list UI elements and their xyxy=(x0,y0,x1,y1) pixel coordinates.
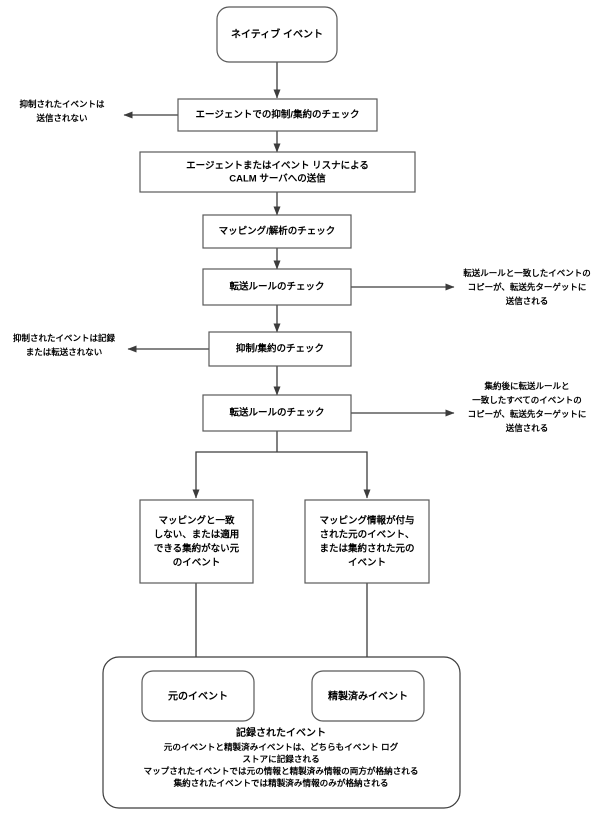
unmatched-event-line1: マッピングと一致 xyxy=(158,515,235,527)
edge-split-right xyxy=(277,451,371,499)
forward-rule-check-2-label: 転送ルールのチェック xyxy=(229,407,324,419)
label-forwarded-copy-2: 集約後に転送ルールと 一致したすべてのイベントの コピーが、転送先ターゲットに … xyxy=(468,381,587,433)
group-caption-line2: ストアに記録される xyxy=(242,753,319,764)
node-original-event[interactable]: 元のイベント xyxy=(141,670,255,722)
forwarded-copy-2-line3: コピーが、転送先ターゲットに xyxy=(468,409,587,419)
forwarded-copy-2-line1: 集約後に転送ルールと xyxy=(483,381,569,391)
unmatched-event-line2: しない、または適用 xyxy=(154,529,240,541)
native-event-label: ネイティブ イベント xyxy=(231,28,323,41)
mapped-event-shape xyxy=(304,499,430,584)
label-suppressed-not-logged: 抑制されたイベントは記録 または転送されない xyxy=(13,333,116,357)
forward-rule-check-1-shape xyxy=(202,268,352,306)
label-forwarded-copy-1: 転送ルールと一致したイベントの コピーが、転送先ターゲットに 送信される xyxy=(463,268,591,306)
label-suppressed-not-sent: 抑制されたイベントは 送信されない xyxy=(19,99,105,123)
edge-split-left xyxy=(192,451,277,499)
forwarded-copy-2-line4: 送信される xyxy=(505,423,549,433)
suppressed-not-sent-line2: 送信されない xyxy=(35,113,87,123)
forward-rule-check-2-shape xyxy=(202,394,352,432)
mapped-event-line1: マッピング情報が付与 xyxy=(319,515,414,527)
suppress-aggregate-check-shape xyxy=(208,331,352,367)
forwarded-copy-1-line2: コピーが、転送先ターゲットに xyxy=(468,282,587,292)
mapping-check-shape xyxy=(202,214,352,249)
refined-event-shape xyxy=(311,670,425,722)
refined-event-label: 精製済みイベント xyxy=(328,690,408,703)
group-caption-title: 記録されたイベント xyxy=(236,726,326,739)
suppressed-not-logged-line2: または転送されない xyxy=(26,347,103,357)
mapped-event-line2: された元のイベント、 xyxy=(320,530,415,541)
forwarded-copy-2-line2: 一致したすべてのイベントの xyxy=(472,395,582,405)
group-caption-line1: 元のイベントと精製済みイベントは、どちらもイベント ログ xyxy=(164,741,399,752)
suppress-aggregate-check-label: 抑制/集約のチェック xyxy=(236,343,324,355)
node-refined-event[interactable]: 精製済みイベント xyxy=(311,670,425,722)
suppressed-not-logged-line1: 抑制されたイベントは記録 xyxy=(13,333,116,343)
node-forward-rule-check-2[interactable]: 転送ルールのチェック xyxy=(202,394,352,432)
node-mapping-check[interactable]: マッピング/解析のチェック xyxy=(202,214,352,249)
mapped-event-line3: または集約された元の xyxy=(319,543,414,555)
unmatched-event-shape xyxy=(139,499,254,584)
logged-events-group: 元のイベント 精製済みイベント 記録されたイベント 元のイベントと精製済みイベン… xyxy=(102,656,461,809)
mapped-event-line4: イベント xyxy=(348,558,386,569)
send-to-calm-line2: CALM サーバへの送信 xyxy=(229,173,326,185)
suppressed-not-sent-line1: 抑制されたイベントは xyxy=(19,99,105,109)
original-event-label: 元のイベント xyxy=(168,691,228,703)
mapping-check-label: マッピング/解析のチェック xyxy=(219,225,336,237)
forward-rule-check-1-label: 転送ルールのチェック xyxy=(229,281,324,293)
forwarded-copy-1-line1: 転送ルールと一致したイベントの xyxy=(463,268,591,278)
group-caption-line4: 集約されたイベントでは精製済み情報のみが格納される xyxy=(173,777,389,788)
agent-suppress-check-label: エージェントでの抑制/集約のチェック xyxy=(196,109,360,121)
unmatched-event-line3: できる集約がない元 xyxy=(154,543,240,555)
send-to-calm-shape xyxy=(139,151,416,193)
node-native-event[interactable]: ネイティブ イベント xyxy=(216,6,338,63)
send-to-calm-line1: エージェントまたはイベント リスナによる xyxy=(186,160,369,172)
node-suppress-aggregate-check[interactable]: 抑制/集約のチェック xyxy=(208,331,352,367)
group-caption-line3: マップされたイベントでは元の情報と精製済み情報の両方が格納される xyxy=(143,765,418,776)
node-mapped-event[interactable]: マッピング情報が付与 された元のイベント、 または集約された元の イベント xyxy=(304,499,430,584)
node-agent-suppress-check[interactable]: エージェントでの抑制/集約のチェック xyxy=(177,98,378,132)
node-unmatched-event[interactable]: マッピングと一致 しない、または適用 できる集約がない元 のイベント xyxy=(139,499,254,584)
unmatched-event-line4: のイベント xyxy=(173,558,221,569)
node-send-to-calm[interactable]: エージェントまたはイベント リスナによる CALM サーバへの送信 xyxy=(139,151,416,193)
forwarded-copy-1-line3: 送信される xyxy=(505,296,549,306)
original-event-shape xyxy=(141,670,255,722)
native-event-shape xyxy=(216,6,338,63)
node-forward-rule-check-1[interactable]: 転送ルールのチェック xyxy=(202,268,352,306)
agent-suppress-check-shape xyxy=(177,98,378,132)
